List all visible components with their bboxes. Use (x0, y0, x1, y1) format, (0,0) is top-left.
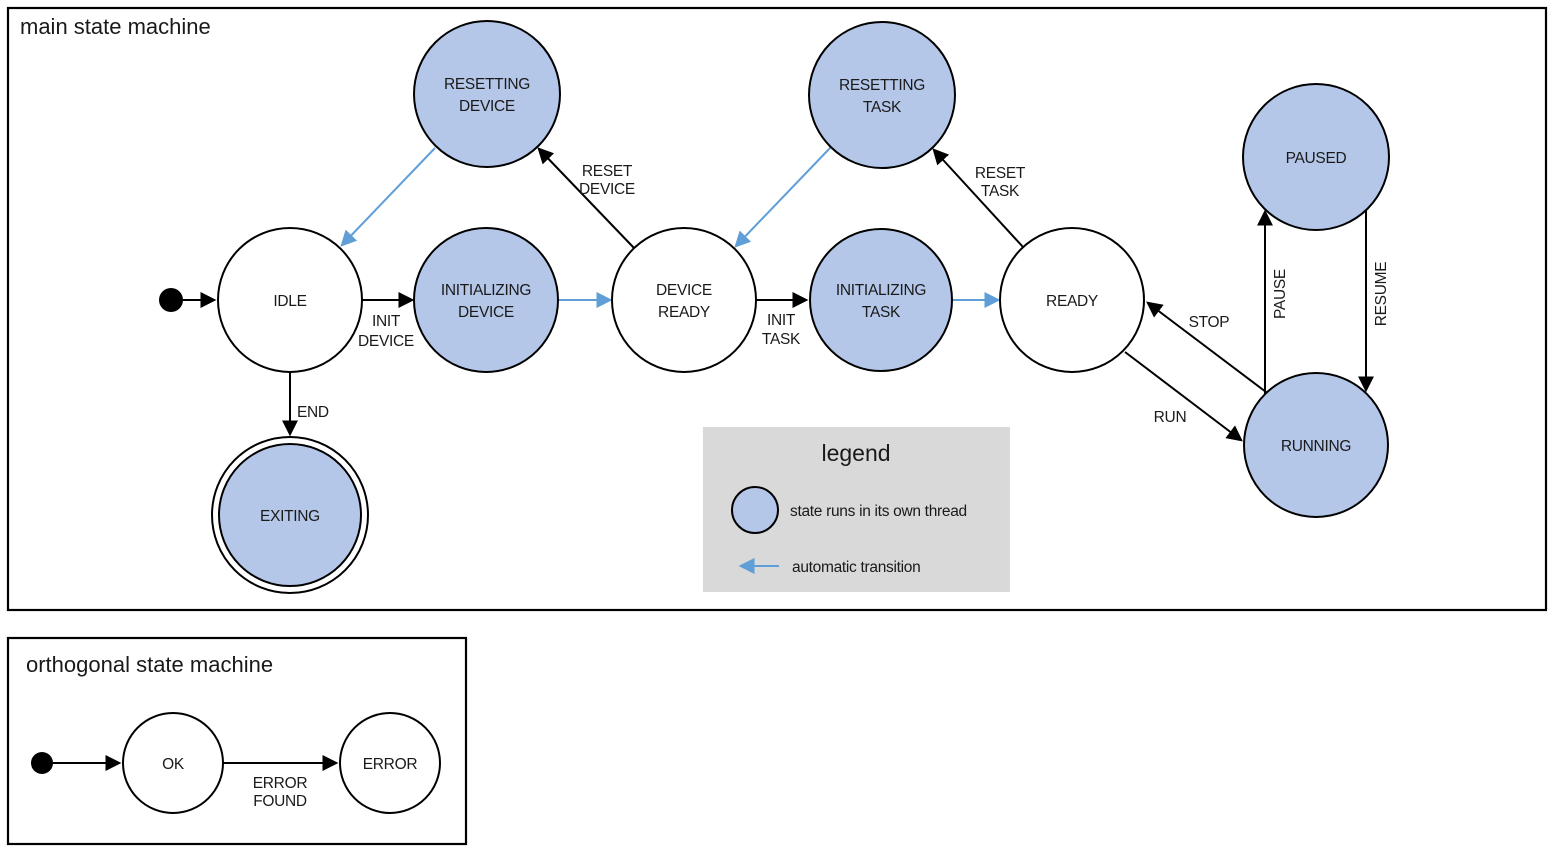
transition-resume: RESUME (1358, 210, 1390, 393)
legend: legend state runs in its own thread auto… (703, 427, 1010, 592)
state-device-ready-label-line2: READY (658, 304, 710, 321)
initial-state-marker (159, 288, 183, 312)
state-resetting-device-label-line2: DEVICE (459, 98, 515, 115)
state-initializing-task-circle (809, 228, 953, 372)
state-ready: READY (999, 227, 1145, 373)
transition-pause: PAUSE (1257, 209, 1289, 394)
state-resetting-task-label-line1: RESETTING (839, 77, 925, 94)
state-initializing-task-label-line1: INITIALIZING (836, 282, 926, 299)
transition-auto-resetting-device-to-idle (340, 147, 436, 247)
state-idle: IDLE (217, 227, 363, 373)
state-error-label: ERROR (363, 756, 418, 773)
state-error: ERROR (339, 712, 441, 814)
orthogonal-panel-title: orthogonal state machine (26, 652, 273, 677)
state-idle-circle (217, 227, 363, 373)
transition-init-task-label-line2: TASK (762, 331, 801, 348)
transition-stop-label: STOP (1189, 314, 1230, 331)
state-running-circle (1243, 372, 1389, 518)
state-paused: PAUSED (1242, 83, 1390, 231)
state-running: RUNNING (1243, 372, 1389, 518)
transition-resume-label: RESUME (1373, 262, 1390, 327)
main-panel-title: main state machine (20, 14, 211, 39)
transition-reset-task: RESET TASK (932, 148, 1026, 248)
state-ok: OK (122, 712, 224, 814)
state-resetting-task: RESETTING TASK (808, 21, 956, 169)
state-paused-circle (1242, 83, 1390, 231)
state-ok-circle (122, 712, 224, 814)
main-state-machine-panel: main state machine INIT DEVICE RESET DEV… (6, 6, 1548, 612)
state-device-ready-circle (611, 227, 757, 373)
transition-reset-task-label-line2: TASK (981, 183, 1020, 200)
transition-error-found-label-line2: FOUND (253, 793, 307, 810)
state-device-ready: DEVICE READY (611, 227, 757, 373)
state-initializing-task: INITIALIZING TASK (809, 228, 953, 372)
state-initializing-device-label-line1: INITIALIZING (441, 282, 531, 299)
transition-run: RUN (1124, 351, 1243, 442)
legend-title: legend (821, 440, 890, 466)
transition-init-task: INIT TASK (756, 292, 809, 348)
transition-reset-task-label-line1: RESET (975, 165, 1026, 182)
orthogonal-initial-state-marker (31, 752, 53, 774)
state-ok-label: OK (162, 756, 185, 773)
state-resetting-device: RESETTING DEVICE (413, 20, 561, 168)
state-idle-label: IDLE (273, 293, 306, 310)
state-resetting-device-circle (413, 20, 561, 168)
transition-init-device: INIT DEVICE (358, 292, 415, 350)
state-exiting-circle (218, 443, 362, 587)
transition-init-device-label-line2: DEVICE (358, 333, 414, 350)
state-initializing-device-circle (413, 227, 559, 373)
main-panel-border (6, 6, 1548, 612)
transition-reset-device: RESET DEVICE (537, 147, 635, 249)
transition-error-found: ERROR FOUND (223, 755, 339, 810)
transition-run-label: RUN (1154, 409, 1187, 426)
state-device-ready-label-line1: DEVICE (656, 282, 712, 299)
legend-threaded-state-label: state runs in its own thread (790, 503, 967, 520)
state-exiting-final: EXITING (211, 436, 369, 594)
state-resetting-task-label-line2: TASK (863, 99, 902, 116)
state-initializing-device-label-line2: DEVICE (458, 304, 514, 321)
transition-error-found-label-line1: ERROR (253, 775, 308, 792)
transition-auto-resetting-task-to-device-ready (734, 146, 832, 248)
state-resetting-task-circle (808, 21, 956, 169)
state-initializing-task-label-line2: TASK (862, 304, 901, 321)
state-paused-label: PAUSED (1286, 150, 1347, 167)
orthogonal-state-machine-panel: orthogonal state machine ERROR FOUND OK … (6, 636, 468, 846)
state-ready-label: READY (1046, 293, 1098, 310)
state-error-circle (339, 712, 441, 814)
transition-reset-device-label-line1: RESET (582, 163, 633, 180)
legend-auto-transition-label: automatic transition (792, 559, 920, 576)
transition-end: END (282, 372, 329, 437)
transition-end-label: END (297, 404, 329, 421)
legend-threaded-state-icon (731, 486, 779, 534)
state-running-label: RUNNING (1281, 438, 1351, 455)
state-resetting-device-label-line1: RESETTING (444, 76, 530, 93)
transition-pause-label: PAUSE (1272, 269, 1289, 319)
state-initializing-device: INITIALIZING DEVICE (413, 227, 559, 373)
transition-reset-device-label-line2: DEVICE (579, 181, 635, 198)
transition-init-device-label-line1: INIT (372, 313, 401, 330)
state-exiting-label: EXITING (260, 508, 320, 525)
transition-init-task-label-line1: INIT (767, 312, 796, 329)
transition-stop: STOP (1146, 301, 1267, 393)
orthogonal-panel-border (6, 636, 468, 846)
state-ready-circle (999, 227, 1145, 373)
